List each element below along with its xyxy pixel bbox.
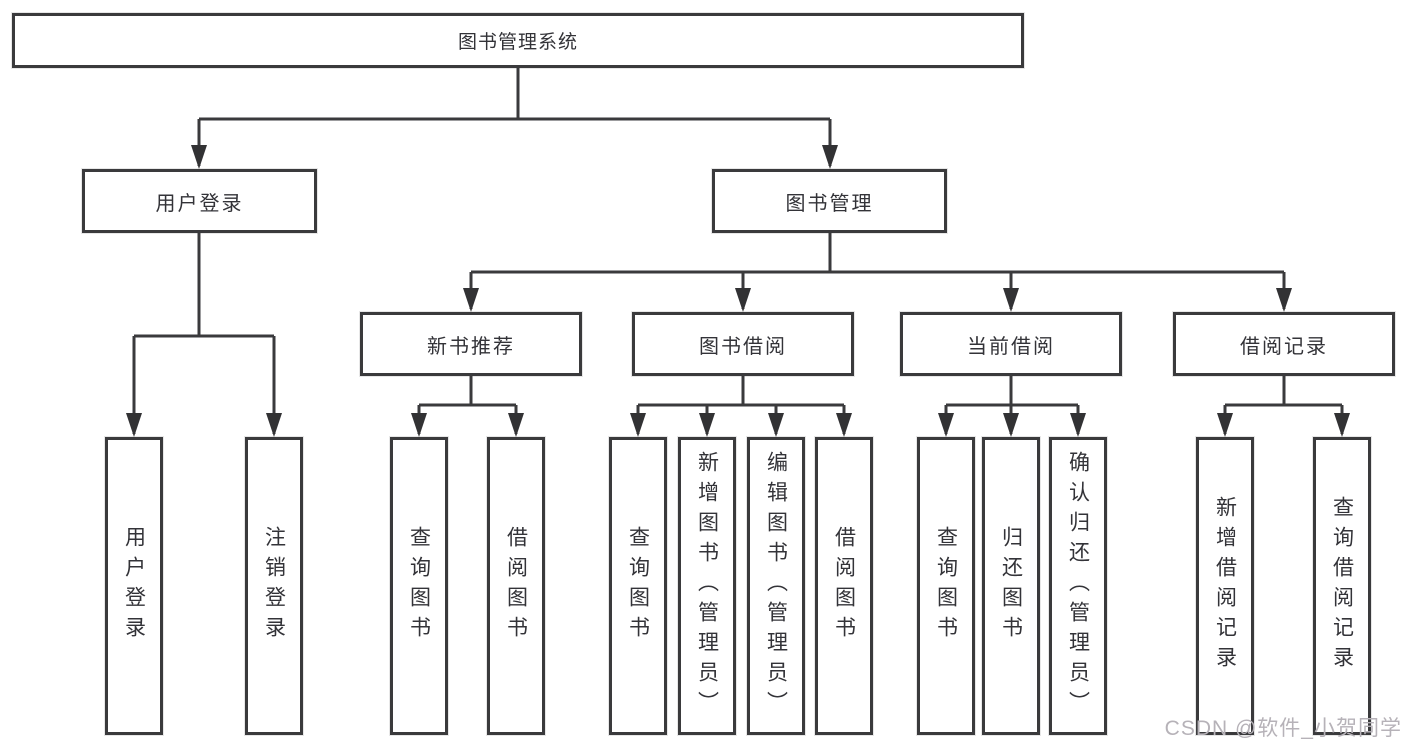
arrow-down-icon	[266, 413, 282, 437]
arrow-down-icon	[508, 413, 524, 437]
node-book-management: 图书管理	[712, 169, 947, 233]
arrow-down-icon	[463, 288, 479, 312]
leaf-borrow-books-recommend: 借阅图书	[487, 437, 545, 735]
arrow-down-icon	[1003, 413, 1019, 437]
node-book-borrowing: 图书借阅	[632, 312, 854, 376]
node-user-login: 用户登录	[82, 169, 317, 233]
node-library-management-system: 图书管理系统	[12, 13, 1024, 68]
arrow-down-icon	[836, 413, 852, 437]
arrow-down-icon	[768, 413, 784, 437]
connector-book-management-to-level3	[469, 233, 1286, 309]
node-borrowing-records: 借阅记录	[1173, 312, 1395, 376]
leaf-logout: 注销登录	[245, 437, 303, 735]
arrow-down-icon	[822, 145, 838, 169]
arrow-down-icon	[1334, 413, 1350, 437]
arrow-down-icon	[1217, 413, 1233, 437]
arrow-down-icon	[699, 413, 715, 437]
node-current-borrowing: 当前借阅	[900, 312, 1122, 376]
node-new-book-recommend: 新书推荐	[360, 312, 582, 376]
leaf-query-books-recommend: 查询图书	[390, 437, 448, 735]
arrow-down-icon	[630, 413, 646, 437]
connector-borrowing-records-to-leaves	[1223, 376, 1344, 434]
leaf-query-borrow-record: 查询借阅记录	[1313, 437, 1371, 735]
leaf-add-borrow-record: 新增借阅记录	[1196, 437, 1254, 735]
leaf-edit-book-admin: 编辑图书（管理员）	[747, 437, 805, 735]
connector-user-login-to-leaves	[132, 233, 276, 434]
leaf-user-login: 用户登录	[105, 437, 163, 735]
arrow-down-icon	[1070, 413, 1086, 437]
arrow-down-icon	[1276, 288, 1292, 312]
arrow-down-icon	[191, 145, 207, 169]
arrow-down-icon	[411, 413, 427, 437]
csdn-watermark: CSDN @软件_小贺同学	[1164, 717, 1402, 740]
connector-book-borrowing-to-leaves	[636, 376, 846, 434]
arrow-down-icon	[735, 288, 751, 312]
arrowhead-icons	[126, 145, 1350, 437]
connector-root-to-level2	[197, 68, 832, 166]
leaf-confirm-return-admin: 确认归还（管理员）	[1049, 437, 1107, 735]
leaf-return-books: 归还图书	[982, 437, 1040, 735]
leaf-add-book-admin: 新增图书（管理员）	[678, 437, 736, 735]
leaf-query-books-borrowing: 查询图书	[609, 437, 667, 735]
arrow-down-icon	[938, 413, 954, 437]
leaf-query-books-current: 查询图书	[917, 437, 975, 735]
leaf-borrow-books-borrowing: 借阅图书	[815, 437, 873, 735]
connector-new-book-recommend-to-leaves	[417, 376, 518, 434]
arrow-down-icon	[1003, 288, 1019, 312]
arrow-down-icon	[126, 413, 142, 437]
